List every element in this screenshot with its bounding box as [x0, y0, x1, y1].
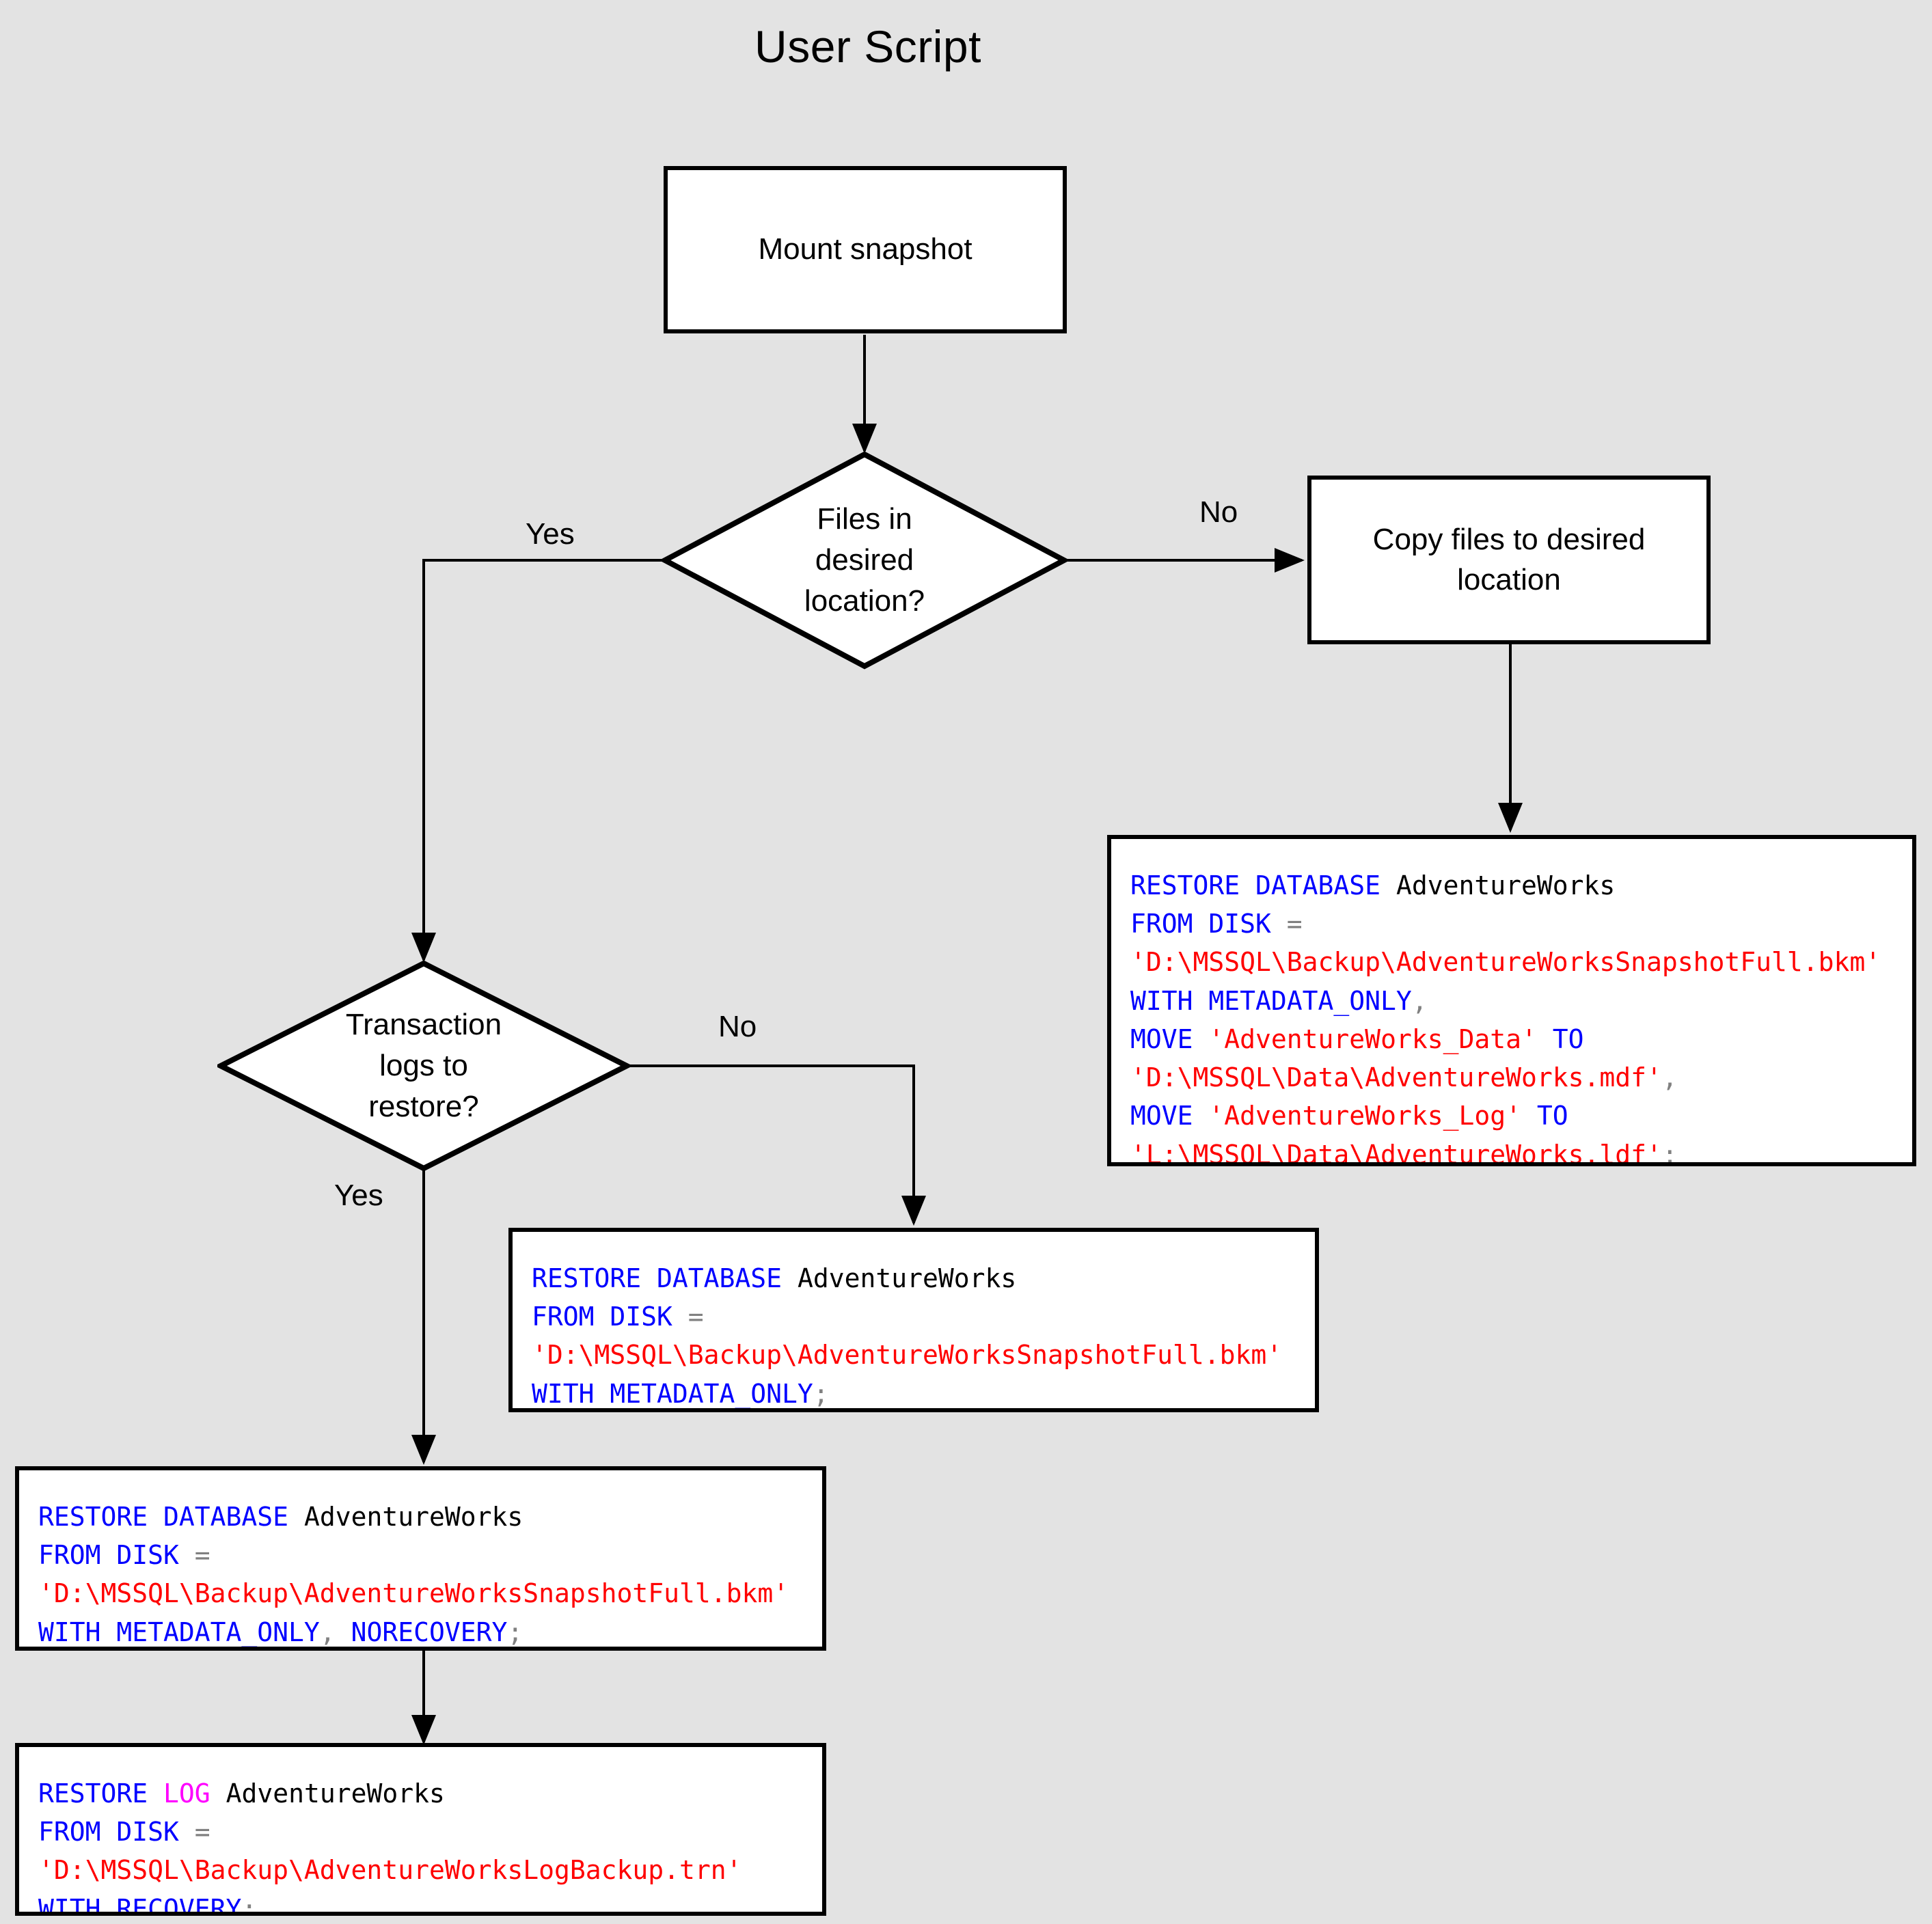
code-block-restore-norecovery[interactable]: RESTORE DATABASE AdventureWorks FROM DIS…	[15, 1466, 826, 1651]
code-token	[1537, 1024, 1553, 1054]
code-token: 'D:\MSSQL\Backup\AdventureWorksSnapshotF…	[532, 1340, 1283, 1371]
code-token: =	[688, 1302, 704, 1332]
code-token	[1193, 1101, 1209, 1131]
code-token: FROM DISK	[1130, 909, 1271, 939]
edge-label-logs-no: No	[718, 1010, 757, 1043]
code-token: ;	[507, 1617, 523, 1647]
code-token: 'AdventureWorks_Data'	[1208, 1023, 1537, 1054]
code-token	[1380, 870, 1396, 901]
code-token: FROM DISK	[38, 1817, 179, 1847]
code-token	[672, 1302, 688, 1332]
code-token: ,	[1661, 1062, 1678, 1093]
code-token: FROM DISK	[532, 1302, 672, 1332]
code-token: =	[1286, 909, 1303, 939]
code-token: ,	[319, 1617, 336, 1647]
code-block-restore-metadata-only[interactable]: RESTORE DATABASE AdventureWorks FROM DIS…	[508, 1228, 1319, 1412]
node-files-in-desired-location[interactable]: Files in desired location?	[662, 451, 1067, 670]
node-mount-snapshot[interactable]: Mount snapshot	[664, 166, 1067, 333]
code-token: TO	[1536, 1101, 1568, 1131]
node-mount-snapshot-label: Mount snapshot	[758, 232, 972, 266]
code-token: RESTORE	[38, 1778, 148, 1809]
diamond-shape	[217, 960, 630, 1172]
code-token	[210, 1778, 226, 1809]
code-token: 'D:\MSSQL\Data\AdventureWorks.mdf'	[1130, 1062, 1662, 1093]
edge-label-files-no: No	[1199, 495, 1238, 529]
code-token: NORECOVERY	[351, 1617, 508, 1647]
code-token	[782, 1263, 798, 1293]
code-token: WITH METADATA_ONLY	[532, 1378, 813, 1409]
code-token: WITH METADATA_ONLY	[38, 1617, 320, 1647]
code-token: ;	[1661, 1139, 1678, 1166]
code-token: ,	[1411, 985, 1428, 1016]
code-token: TO	[1552, 1023, 1584, 1054]
code-token: FROM DISK	[38, 1540, 179, 1571]
code-token: =	[194, 1540, 210, 1571]
node-files-in-desired-location-label: Files in desired location?	[804, 502, 925, 618]
code-token: MOVE	[1130, 1101, 1193, 1131]
code-block-restore-log[interactable]: RESTORE LOG AdventureWorks FROM DISK = '…	[15, 1743, 826, 1916]
page-title: User Script	[754, 21, 981, 72]
code-token: AdventureWorks	[1396, 870, 1616, 901]
code-token	[336, 1617, 351, 1647]
node-copy-files-label: Copy files to desired location	[1372, 523, 1646, 596]
edge-label-files-yes: Yes	[526, 517, 575, 551]
code-token: 'D:\MSSQL\Backup\AdventureWorksSnapshotF…	[38, 1578, 789, 1609]
code-token	[179, 1817, 195, 1847]
code-token: 'D:\MSSQL\Backup\AdventureWorksLogBackup…	[38, 1855, 742, 1886]
code-block-restore-with-move[interactable]: RESTORE DATABASE AdventureWorks FROM DIS…	[1107, 835, 1916, 1166]
node-copy-files[interactable]: Copy files to desired location	[1307, 476, 1711, 644]
code-token	[1271, 909, 1287, 939]
code-token: RESTORE DATABASE	[532, 1263, 783, 1293]
code-token	[1193, 1024, 1209, 1054]
code-token: 'L:\MSSQL\Data\AdventureWorks.ldf'	[1130, 1139, 1662, 1166]
node-transaction-logs[interactable]: Transaction logs to restore?	[217, 960, 630, 1172]
code-token: AdventureWorks	[303, 1502, 523, 1532]
code-token: WITH METADATA_ONLY	[1130, 985, 1412, 1016]
edge-label-logs-yes: Yes	[334, 1179, 383, 1212]
code-token: RESTORE DATABASE	[38, 1502, 289, 1532]
diamond-shape	[662, 451, 1067, 670]
code-token	[288, 1502, 304, 1532]
node-transaction-logs-label: Transaction logs to restore?	[345, 1008, 502, 1123]
code-token	[148, 1778, 163, 1809]
code-token: LOG	[163, 1778, 210, 1809]
code-token: RESTORE DATABASE	[1130, 870, 1381, 901]
code-token: =	[194, 1817, 210, 1847]
code-token: ;	[813, 1378, 829, 1409]
code-token: ;	[241, 1893, 258, 1916]
code-token	[1521, 1101, 1537, 1131]
code-token: WITH RECOVERY	[38, 1893, 242, 1916]
code-token: 'AdventureWorks_Log'	[1208, 1101, 1521, 1131]
code-token: 'D:\MSSQL\Backup\AdventureWorksSnapshotF…	[1130, 947, 1881, 978]
code-token: MOVE	[1130, 1023, 1193, 1054]
code-token	[179, 1540, 195, 1570]
code-token: AdventureWorks	[226, 1778, 445, 1809]
code-token: AdventureWorks	[797, 1263, 1017, 1293]
